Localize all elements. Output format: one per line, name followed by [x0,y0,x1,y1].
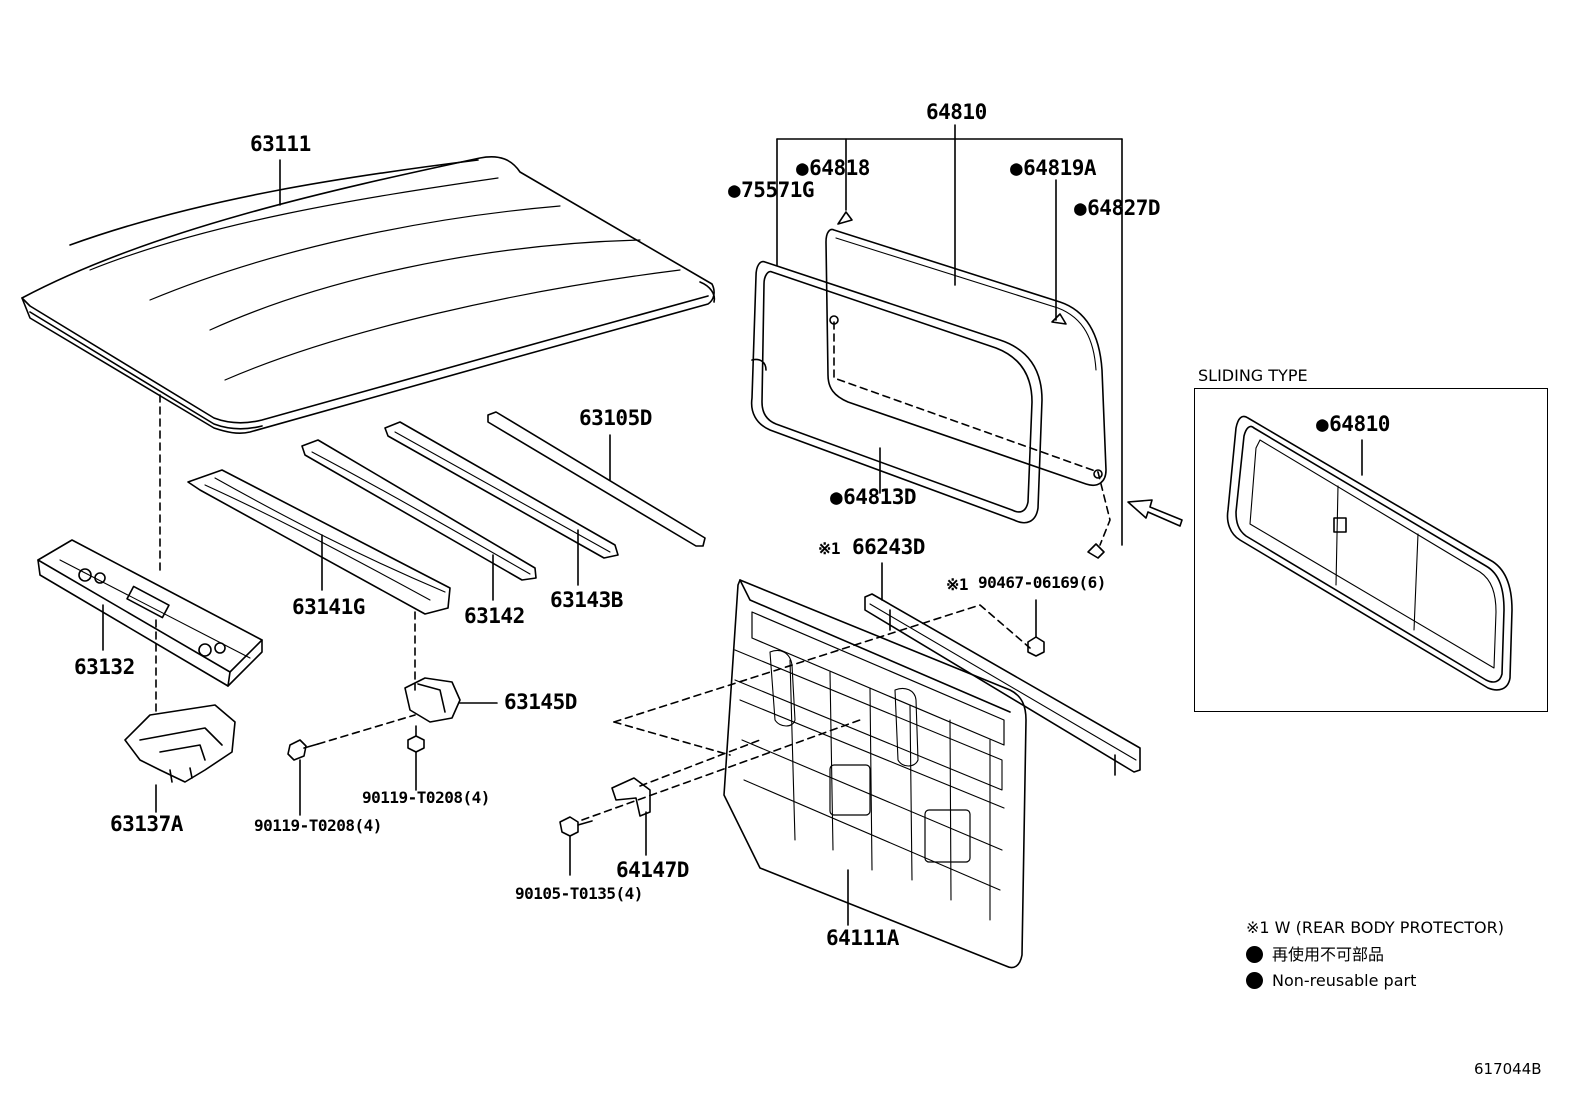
bolt-90119-a-drawing [287,739,319,761]
label-63143B: 63143B [550,588,623,612]
dashed-guide-rear-b [613,721,731,756]
dashed-guide-bolt-a [317,714,416,745]
bolt-90105-drawing [559,816,593,837]
clip-90467-drawing [1027,636,1045,657]
note-text-jp: 再使用不可部品 [1272,945,1385,964]
inset-box [1194,388,1548,712]
bolt-90119-b-drawing [407,725,425,753]
roof-bow-63105D-drawing [487,411,706,547]
label-90105: 90105-T0135(4) [515,884,643,903]
label-90467: 90467-06169(6) [978,573,1106,592]
roof-header-panel-drawing [37,539,263,687]
label-64818: 64818 [796,158,870,179]
clip-64827D-drawing [1087,543,1105,559]
roof-bow-63141G-drawing [187,469,451,615]
label-64111A: 64111A [826,926,899,950]
diagram-id: 617044B [1474,1060,1542,1078]
label-90119-b: 90119-T0208(4) [362,788,490,807]
label-64819A: 64819A [1010,158,1096,179]
label-64813D: 64813D [830,487,916,508]
sliding-window-drawing [1226,415,1513,691]
arrow-to-inset [1127,499,1183,527]
rear-panel-drawing [723,579,1027,969]
label-64810: 64810 [926,100,987,124]
note-non-reusable-jp: 再使用不可部品 [1246,946,1384,963]
label-64147D: 64147D [616,858,689,882]
marker-90467: ※1 [946,575,969,594]
label-64827D: 64827D [1074,198,1160,219]
roof-bow-63142-drawing [301,439,537,581]
marker-66243D: ※1 [818,539,841,558]
label-63142: 63142 [464,604,525,628]
dashed-guide-rear-c [581,719,861,821]
rear-body-protector-drawing [864,593,1141,776]
label-63105D: 63105D [579,406,652,430]
roof-bow-bracket-drawing [404,677,461,723]
bracket-64147D-drawing [611,777,651,817]
back-window-glass-drawing [825,211,1107,486]
dashed-guide-glass [833,321,1111,546]
note-non-reusable-en: Non-reusable part [1246,972,1416,989]
note-rear-body-protector: ※1 W (REAR BODY PROTECTOR) [1246,918,1504,937]
roof-bow-63143B-drawing [384,421,619,559]
label-63145D: 63145D [504,690,577,714]
filled-dot-icon [1246,972,1263,989]
roof-bracket-drawing [124,704,236,783]
note-text-en: Non-reusable part [1272,971,1417,990]
label-63141G: 63141G [292,595,365,619]
label-90119-a: 90119-T0208(4) [254,816,382,835]
filled-dot-icon [1246,946,1263,963]
weatherstrip-drawing [750,260,1043,524]
label-63111: 63111 [250,132,311,156]
label-inset-64810: 64810 [1316,414,1390,435]
label-75571G: 75571G [728,180,814,201]
label-63137A: 63137A [110,812,183,836]
inset-title: SLIDING TYPE [1198,366,1308,385]
dashed-guide-rear-a [613,604,1031,723]
label-66243D: 66243D [852,535,925,559]
label-63132: 63132 [74,655,135,679]
roof-panel-drawing [21,156,716,435]
